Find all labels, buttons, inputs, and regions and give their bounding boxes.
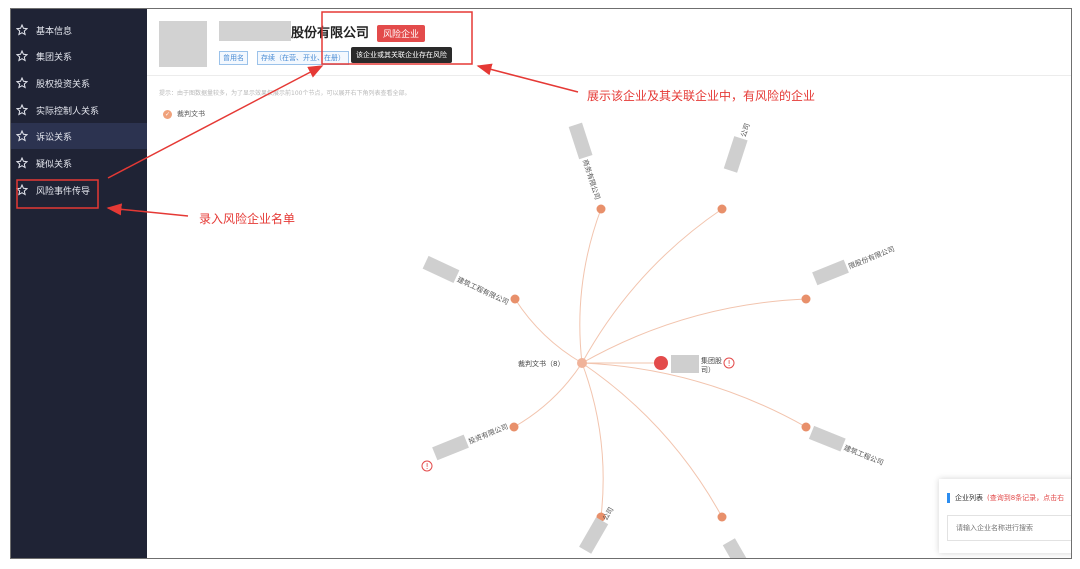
graph-edge <box>579 208 602 364</box>
center-label: 集团股 <box>701 356 722 365</box>
graph-node[interactable] <box>510 294 520 304</box>
sidebar-item-group[interactable]: 集团关系 <box>11 43 147 69</box>
panel-header: 企业列表 (查询到8条记录，点击右 <box>947 493 1064 503</box>
warning-mark: ! <box>426 462 429 471</box>
sidebar: 基本信息 集团关系 股权投资关系 实际控制人关系 诉讼关系 疑似关系 风险事件传… <box>11 9 147 558</box>
panel-note: (查询到8条记录，点击右 <box>987 494 1065 502</box>
graph-edge <box>581 298 807 364</box>
graph-node-label: 投资有限公司 <box>432 422 509 461</box>
redacted-name <box>568 122 593 160</box>
graph-node-label: 公司 <box>723 122 752 173</box>
graph-node[interactable] <box>717 204 727 214</box>
graph-edge <box>581 362 604 518</box>
redacted-name <box>812 259 849 286</box>
graph-node-text: 投资有限公司 <box>467 422 509 446</box>
divider <box>147 75 1071 76</box>
hub-node[interactable] <box>577 358 587 368</box>
star-icon <box>16 184 28 196</box>
annotation-left: 录入风险企业名单 <box>199 212 296 226</box>
graph-node[interactable] <box>801 422 811 432</box>
sidebar-item-label: 股权投资关系 <box>36 79 91 90</box>
graph-edge <box>513 362 583 428</box>
star-icon <box>16 77 28 89</box>
graph-node-label: 商务有限公司 <box>568 122 603 201</box>
annotation-top: 展示该企业及其关联企业中，有风险的企业 <box>587 89 816 103</box>
star-icon <box>16 157 28 169</box>
graph-node-text: 公司 <box>601 506 615 522</box>
redacted-name <box>579 517 609 554</box>
star-icon <box>16 50 28 62</box>
company-search-input[interactable] <box>947 515 1071 541</box>
graph-edge <box>581 362 723 518</box>
graph-edge <box>581 208 723 364</box>
redacted-name <box>722 538 752 558</box>
sidebar-item-label: 风险事件传导 <box>36 186 91 197</box>
graph-node[interactable] <box>717 512 727 522</box>
sidebar-item-label: 集团关系 <box>36 52 73 63</box>
sidebar-item-actual-controller[interactable]: 实际控制人关系 <box>11 97 147 123</box>
company-logo <box>159 21 207 67</box>
sidebar-item-label: 实际控制人关系 <box>36 106 100 117</box>
center-label: 司） <box>701 366 715 374</box>
graph-edge <box>514 298 583 364</box>
app-window: 基本信息 集团关系 股权投资关系 实际控制人关系 诉讼关系 疑似关系 风险事件传… <box>10 8 1072 559</box>
former-name-tag[interactable]: 曾用名 <box>219 51 248 65</box>
warning-mark: ! <box>728 359 731 368</box>
graph-node-label: 公司 <box>722 538 752 558</box>
redacted-name <box>219 21 291 41</box>
panel-accent <box>947 493 950 503</box>
sidebar-item-equity-investment[interactable]: 股权投资关系 <box>11 70 147 96</box>
redacted-name <box>432 434 469 461</box>
sidebar-item-risk-propagation[interactable]: 风险事件传导 <box>11 177 147 203</box>
redacted-name <box>808 425 846 452</box>
star-icon <box>16 104 28 116</box>
redacted-name <box>422 255 460 283</box>
sidebar-item-suspected[interactable]: 疑似关系 <box>11 150 147 176</box>
sidebar-item-label: 诉讼关系 <box>36 132 73 143</box>
graph-node-label: 公司 <box>579 506 615 554</box>
redacted-name <box>723 136 748 173</box>
center-company-node[interactable] <box>654 356 668 370</box>
graph-node-text: 建筑工程有限公司 <box>456 275 511 307</box>
graph-node[interactable] <box>596 204 606 214</box>
graph-node[interactable] <box>801 294 811 304</box>
sidebar-item-litigation[interactable]: 诉讼关系 <box>11 123 147 149</box>
panel-title: 企业列表 <box>955 494 983 502</box>
graph-node-label: 建筑工程有限公司 <box>422 255 511 307</box>
graph-node-text: 商务有限公司 <box>581 158 603 201</box>
graph-node-label: 建筑工程公司 <box>808 425 885 467</box>
warning-icon <box>723 357 735 369</box>
star-icon <box>16 24 28 36</box>
star-icon <box>16 130 28 142</box>
sidebar-item-label: 基本信息 <box>36 26 73 37</box>
redacted-name <box>671 355 699 373</box>
graph-edge <box>581 362 807 428</box>
hub-label: 裁判文书（8） <box>518 359 564 368</box>
sidebar-item-label: 疑似关系 <box>36 159 73 170</box>
warning-icon <box>421 460 433 472</box>
graph-node-text: 建筑工程公司 <box>843 443 885 467</box>
sidebar-item-basic-info[interactable]: 基本信息 <box>11 17 147 43</box>
relationship-graph[interactable]: 商务有限公司公司建筑工程有限公司限股份有限公司投资有限公司!建筑工程公司公司公司… <box>147 9 1072 559</box>
graph-node[interactable] <box>509 422 519 432</box>
graph-node-label: 限股份有限公司 <box>812 244 896 286</box>
graph-node-text: 限股份有限公司 <box>847 244 896 271</box>
graph-node-text: 公司 <box>740 122 752 138</box>
company-list-panel: 企业列表 (查询到8条记录，点击右 <box>939 479 1071 553</box>
